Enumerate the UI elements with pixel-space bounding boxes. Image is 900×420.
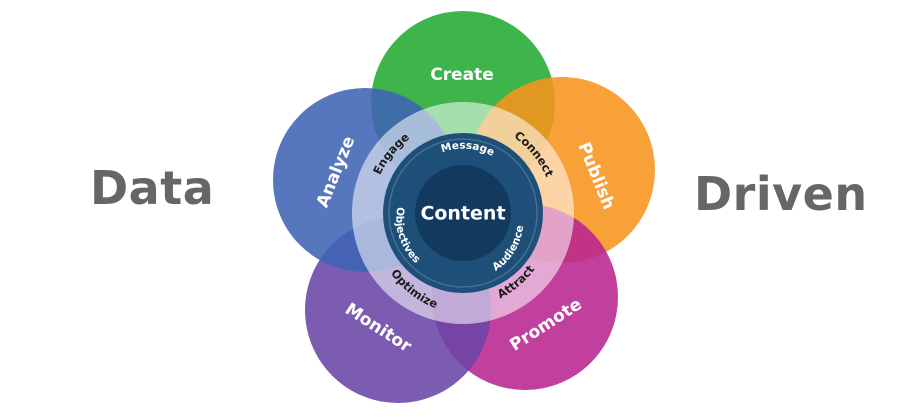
driven-heading: Driven	[694, 167, 868, 221]
inner-circle-border	[388, 138, 538, 288]
petal-label-create: Create	[430, 65, 494, 85]
data-heading: Data	[90, 161, 215, 215]
center-label: Content	[420, 203, 505, 225]
center-circle	[415, 165, 511, 261]
